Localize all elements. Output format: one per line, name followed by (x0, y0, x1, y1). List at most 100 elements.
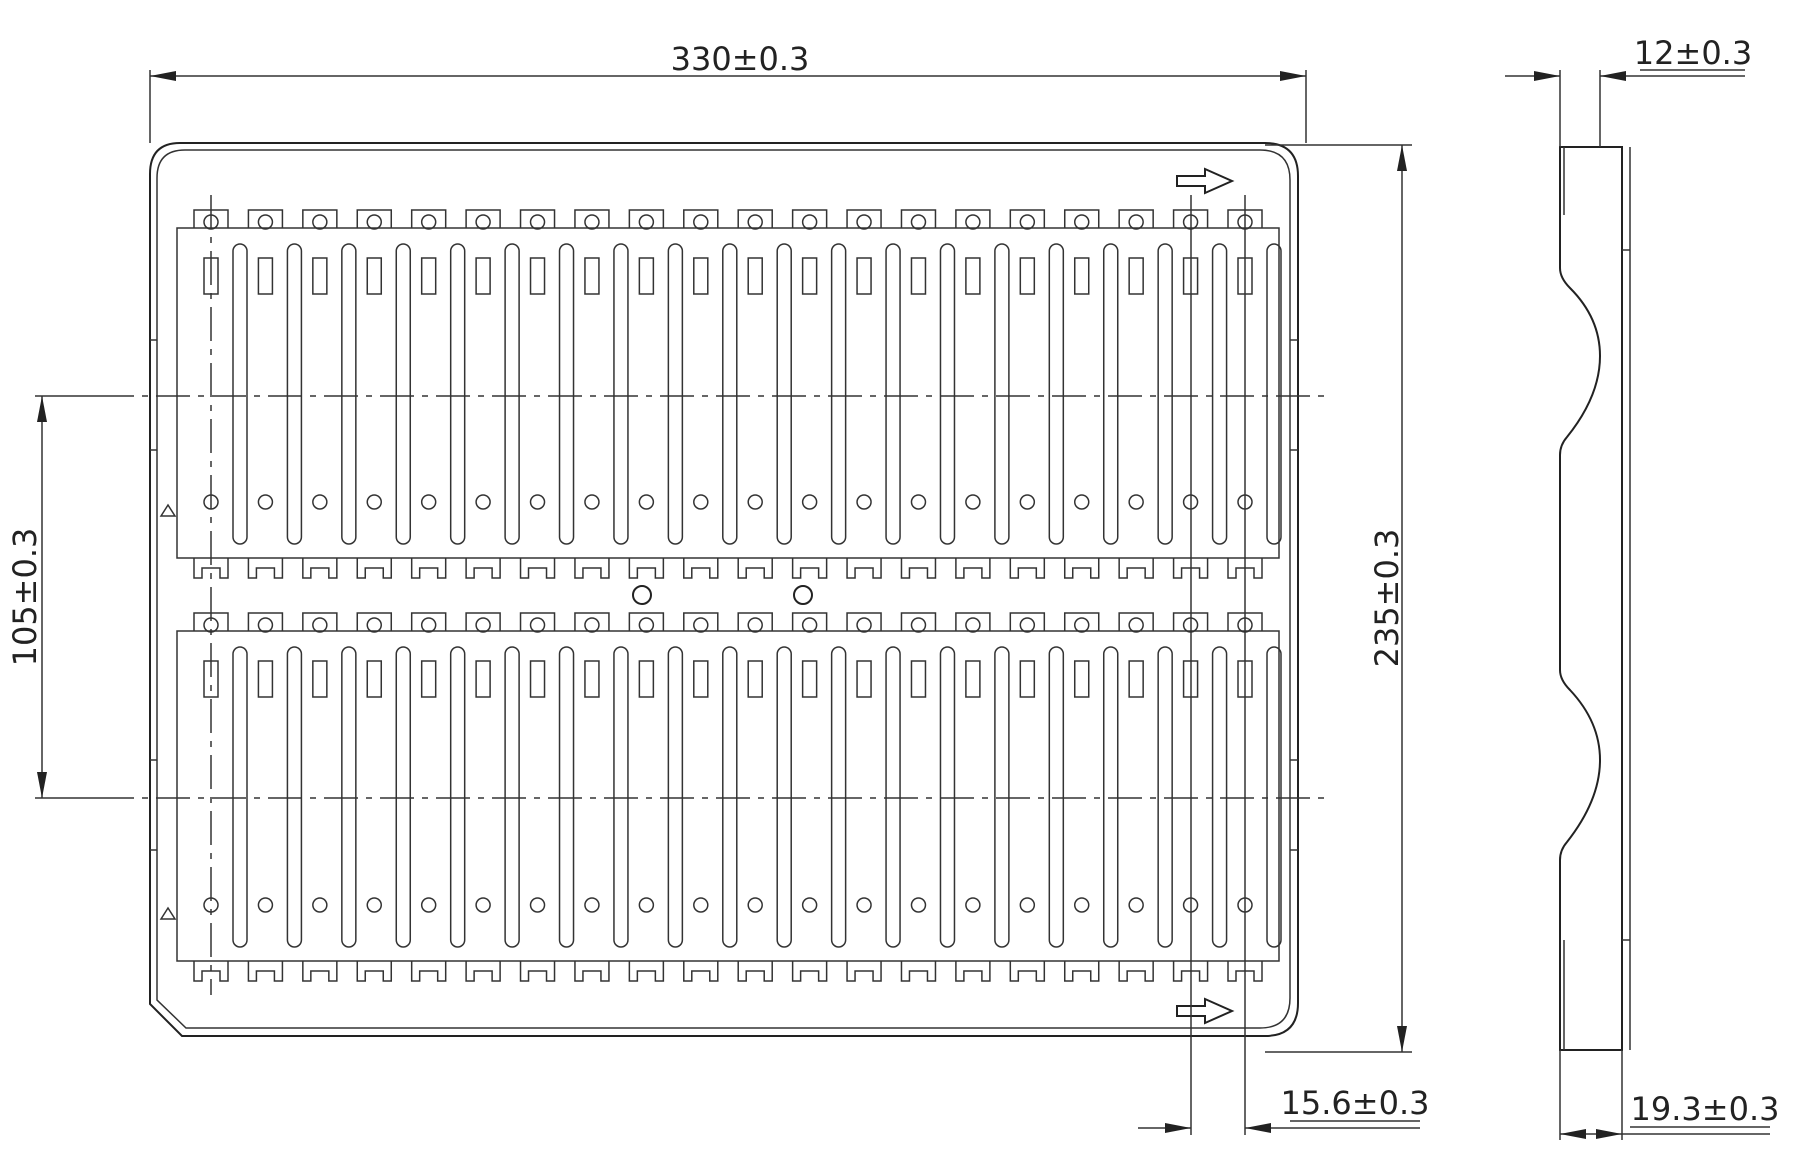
pocket-slot (449, 243, 466, 545)
pocket-top-tab (574, 209, 610, 228)
pocket-slot (1266, 243, 1282, 545)
pocket-bottom-tab (737, 961, 773, 982)
pocket-window (312, 660, 328, 698)
pocket-top-tab (1118, 209, 1154, 228)
pocket-hole (1073, 494, 1090, 510)
pocket-top-tab (846, 612, 882, 631)
pocket-slot (830, 646, 847, 948)
orientation-triangle (159, 906, 177, 920)
locator-hole (632, 585, 652, 605)
pocket-hole (584, 494, 600, 510)
pocket-bottom-tab (247, 558, 284, 579)
pocket-bottom-tab (193, 558, 229, 579)
dimension-overall-width: 330±0.3 (149, 40, 1307, 143)
pocket-slot (395, 243, 412, 545)
pocket-window (1019, 660, 1036, 698)
pocket-hole (475, 897, 491, 913)
pocket-top-tab (628, 612, 665, 631)
pocket-row-bottom (176, 612, 1282, 982)
pocket-slot (286, 243, 303, 545)
pocket-bottom-tab (737, 558, 773, 579)
pocket-hole (856, 494, 872, 510)
pocket-window (312, 257, 328, 295)
pocket-hole (312, 897, 328, 913)
pocket-slot (885, 646, 901, 948)
pocket-window (910, 660, 927, 698)
pocket-window (257, 660, 274, 698)
pocket-bottom-tab (846, 558, 882, 579)
pocket-bottom-tab (465, 558, 501, 579)
pocket-window (475, 660, 491, 698)
pocket-hole (1128, 494, 1144, 510)
pocket-bottom-tab (900, 558, 937, 579)
pocket-slot (1048, 646, 1065, 948)
pocket-bottom-tab (628, 558, 665, 579)
pocket-window (910, 257, 927, 295)
pocket-slot (722, 646, 738, 948)
dim-label-overall-width: 330±0.3 (671, 40, 810, 78)
pocket-top-tab (519, 612, 556, 631)
sprocket-hole (856, 214, 872, 230)
side-profile (1559, 146, 1623, 1051)
pocket-slot (1102, 243, 1119, 545)
pocket-slot (776, 646, 792, 948)
pocket-slot (994, 646, 1010, 948)
sprocket-hole (420, 617, 437, 633)
pocket-window (420, 660, 437, 698)
pocket-hole (693, 897, 709, 913)
orientation-triangle (159, 503, 177, 517)
sprocket-hole (693, 617, 709, 633)
sprocket-hole (475, 617, 491, 633)
pocket-bottom-tab (1118, 558, 1154, 579)
pocket-top-tab (410, 209, 447, 228)
row-band (176, 630, 1280, 962)
pocket-slot (1211, 243, 1228, 545)
tray-inner-outline (156, 149, 1291, 1029)
sprocket-hole (584, 617, 600, 633)
locator-hole (793, 585, 813, 605)
pocket-top-tab (1009, 209, 1046, 228)
pocket-slot (613, 646, 629, 948)
pocket-bottom-tab (900, 961, 937, 982)
pocket-top-tab (302, 209, 338, 228)
pocket-window (1073, 257, 1090, 295)
pocket-slot (1211, 646, 1228, 948)
pocket-hole (965, 494, 981, 510)
pocket-hole (529, 897, 546, 913)
pocket-top-tab (519, 209, 556, 228)
sprocket-hole (529, 214, 546, 230)
pocket-window (965, 660, 981, 698)
sprocket-hole (965, 214, 981, 230)
pocket-top-tab (574, 612, 610, 631)
sprocket-hole (475, 214, 491, 230)
pocket-bottom-tab (356, 558, 393, 579)
pocket-top-tab (1063, 612, 1100, 631)
pocket-hole (693, 494, 709, 510)
pocket-bottom-tab (846, 961, 882, 982)
pocket-slot (885, 243, 901, 545)
pocket-top-tab (791, 612, 828, 631)
dim-label-tray-thickness: 12±0.3 (1634, 34, 1752, 72)
sprocket-hole (1073, 617, 1090, 633)
pocket-slot (558, 243, 575, 545)
sprocket-hole (801, 214, 818, 230)
pocket-slot (1102, 646, 1119, 948)
pocket-top-tab (410, 612, 447, 631)
pocket-window (747, 257, 763, 295)
pocket-window (638, 257, 655, 295)
pocket-top-tab (465, 209, 501, 228)
dim-label-row-pitch: 105±0.3 (6, 528, 44, 667)
pocket-slot (776, 243, 792, 545)
pocket-bottom-tab (302, 961, 338, 982)
dim-label-side-total: 19.3±0.3 (1631, 1090, 1780, 1128)
sprocket-hole (312, 617, 328, 633)
pocket-top-tab (1118, 612, 1154, 631)
pocket-top-tab (302, 612, 338, 631)
pocket-hole (366, 897, 383, 913)
pocket-slot (1157, 243, 1173, 545)
pocket-window (747, 660, 763, 698)
pocket-top-tab (465, 612, 501, 631)
pocket-slot (449, 646, 466, 948)
pocket-hole (312, 494, 328, 510)
pocket-hole (856, 897, 872, 913)
